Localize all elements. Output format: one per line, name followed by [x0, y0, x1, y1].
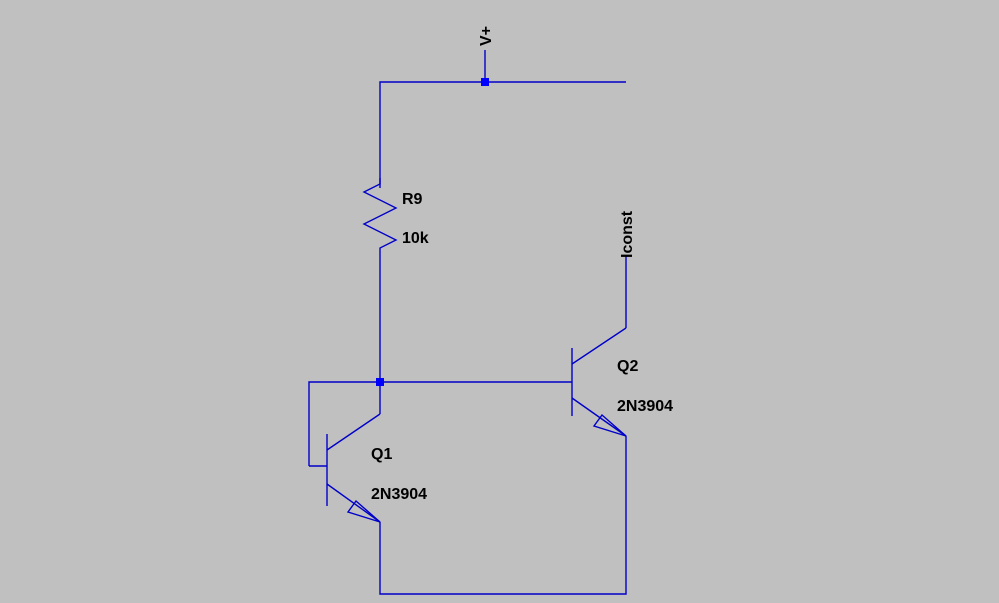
q2-model: 2N3904 [617, 398, 673, 415]
q2-ref: Q2 [617, 358, 638, 375]
q1-collector-lead [326, 413, 381, 451]
supply-rail-wire [379, 81, 626, 188]
supply-junction [481, 78, 489, 86]
output-net-label: Iconst [619, 210, 636, 258]
resistor-r9-value: 10k [402, 230, 429, 247]
base-tie-wire [308, 381, 572, 466]
supply-rail: V+ [379, 26, 626, 188]
q1-model: 2N3904 [371, 486, 427, 503]
bias-node [308, 254, 572, 466]
q2-emitter-lead [571, 397, 627, 437]
transistor-q2: Q2 2N3904 [571, 327, 673, 437]
q1-emitter-arrow [346, 499, 381, 523]
resistor-r9-symbol [362, 178, 398, 254]
q1-ref: Q1 [371, 446, 392, 463]
bias-junction [376, 378, 384, 386]
transistor-q1: Q1 2N3904 [309, 413, 427, 523]
supply-net-label: V+ [478, 26, 495, 46]
q1-emitter-lead [326, 483, 381, 523]
resistor-r9: R9 10k [362, 178, 429, 254]
q2-emitter-arrow [592, 413, 627, 437]
resistor-r9-ref: R9 [402, 191, 423, 208]
output-net: Iconst [619, 210, 636, 328]
emitter-return-wire [379, 436, 627, 595]
q2-collector-lead [571, 327, 627, 365]
